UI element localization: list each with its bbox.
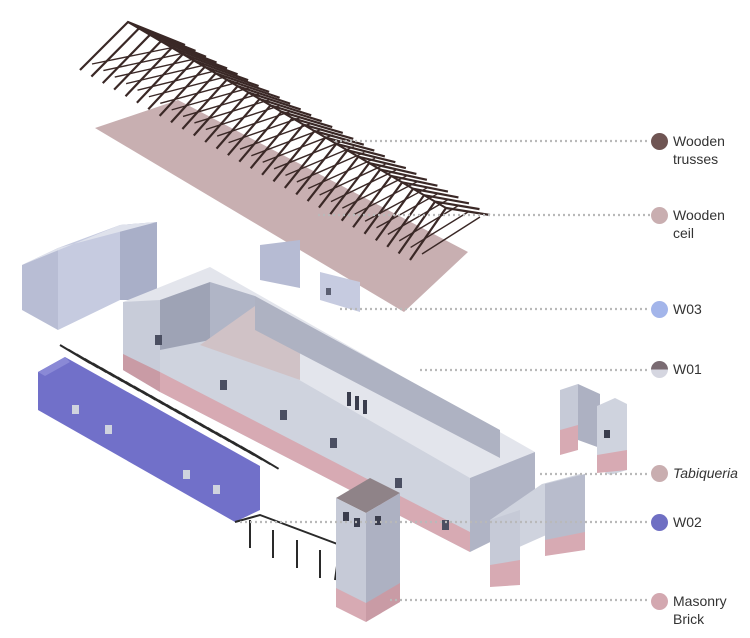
gate-piece — [490, 474, 585, 587]
roof-slat — [248, 449, 280, 470]
legend-label-wooden-ceil: Wooden ceil — [673, 207, 725, 241]
w03-wall-right — [260, 240, 360, 312]
legend-item-tabiqueria: Tabiqueria — [651, 464, 738, 482]
swatch-w02 — [651, 514, 668, 531]
legend-item-wooden-ceil: Wooden ceil — [651, 206, 725, 242]
w02-wall — [38, 357, 260, 522]
wooden-truss — [227, 104, 323, 156]
w01-main-walls — [123, 267, 535, 552]
swatch-wooden-ceil — [651, 207, 668, 224]
wooden-ceiling-slab — [95, 100, 468, 312]
wooden-trusses-group — [79, 20, 491, 261]
ridge-beam — [127, 21, 447, 209]
tabiqueria-pieces — [560, 384, 627, 475]
legend-item-w01: W01 — [651, 360, 702, 378]
leader-lines — [240, 139, 650, 602]
legend-item-w02: W02 — [651, 513, 702, 531]
swatch-wooden-trusses — [651, 133, 668, 150]
swatch-w01 — [651, 361, 668, 378]
w03-wall-left — [22, 222, 157, 330]
legend-label-w02: W02 — [673, 514, 702, 530]
swatch-w03 — [651, 301, 668, 318]
legend-label-w01: W01 — [673, 361, 702, 377]
legend-item-wooden-trusses: Wooden trusses — [651, 132, 725, 168]
swatch-masonry-brick — [651, 593, 668, 610]
legend-label-wooden-trusses: Wooden trusses — [673, 133, 725, 167]
legend-label-w03: W03 — [673, 301, 702, 317]
legend-item-w03: W03 — [651, 300, 702, 318]
legend-label-tabiqueria: Tabiqueria — [673, 465, 738, 481]
legend-label-masonry-brick: Masonry Brick — [673, 593, 727, 627]
legend-item-masonry-brick: Masonry Brick — [651, 592, 727, 628]
swatch-tabiqueria — [651, 465, 668, 482]
